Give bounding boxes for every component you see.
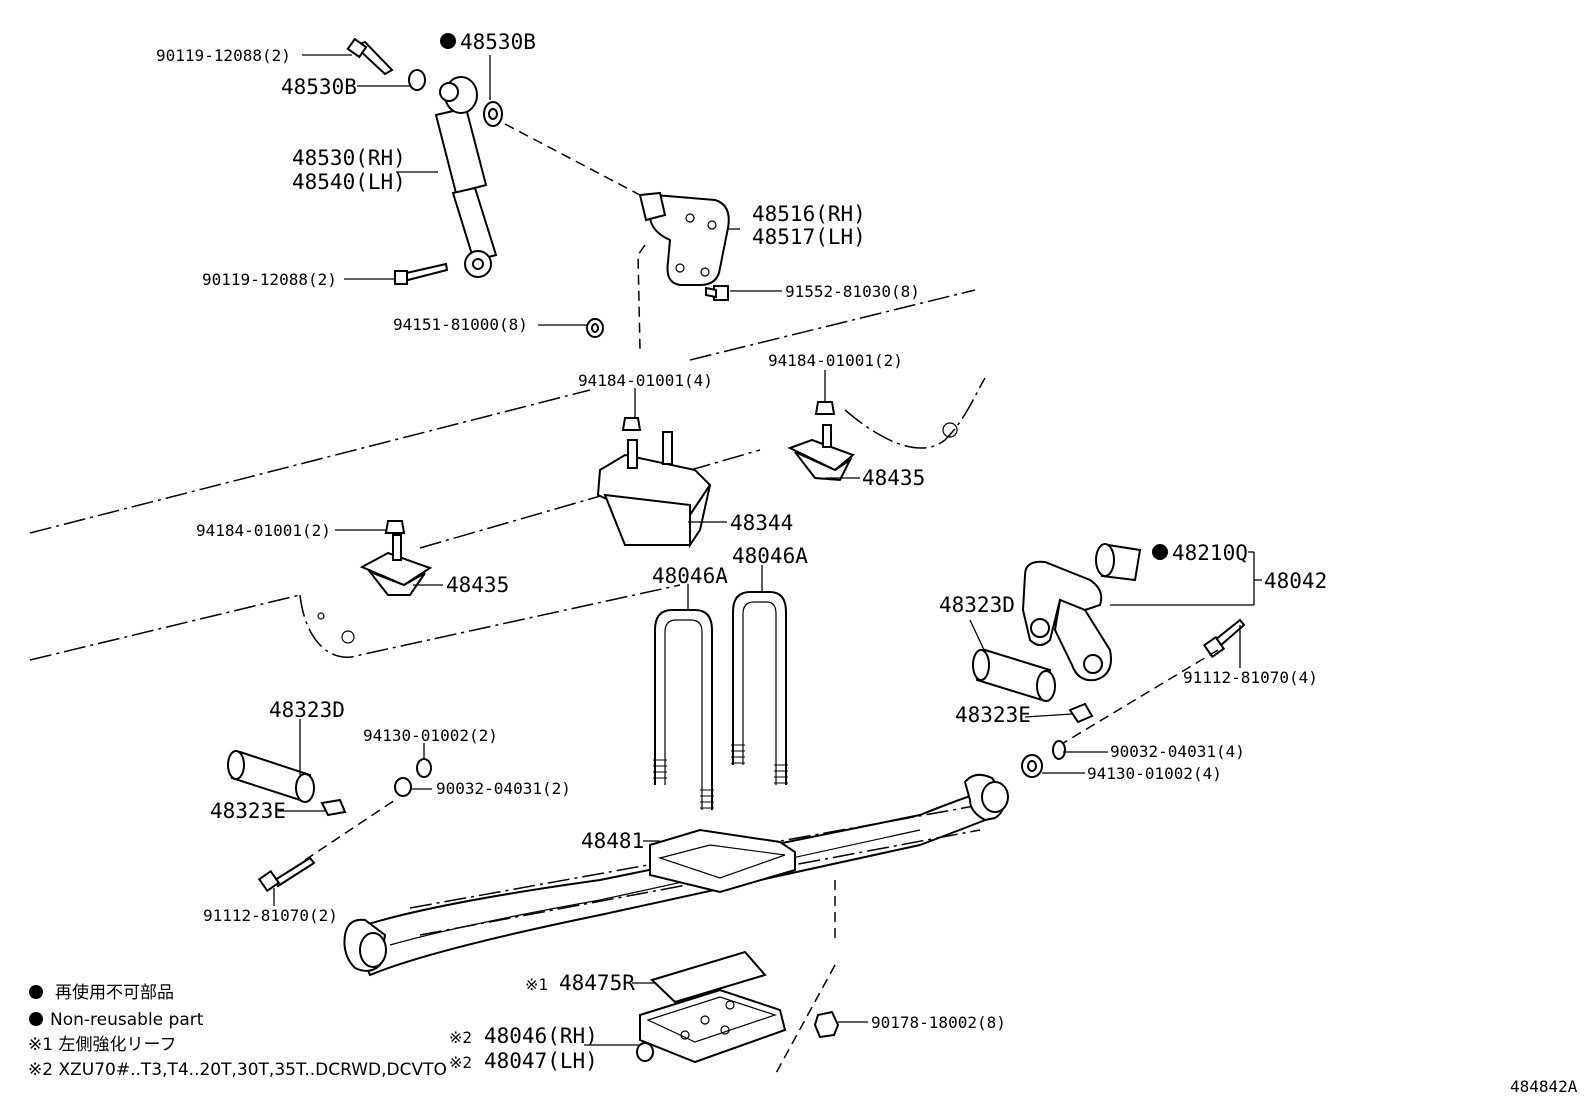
label-nut-left: 94130-01002(2): [363, 726, 498, 745]
legend-note1: ※1 左側強化リーフ: [28, 1035, 176, 1055]
leader-lines: [273, 54, 1262, 1046]
label-bolt-left: 91112-81070(2): [203, 906, 338, 925]
label-bracket-lh: 48517(LH): [752, 225, 866, 249]
left-bolt-part[interactable]: [257, 856, 316, 893]
label-bolt-lower: 90119-12088(2): [202, 270, 337, 289]
bolt-lower-part[interactable]: [394, 262, 449, 285]
label-shackle: 48042: [1264, 569, 1327, 593]
legend-dot-jp: [29, 985, 43, 999]
label-leaf-spring: 48475R: [559, 971, 635, 995]
label-bumper-right: 48435: [862, 466, 925, 490]
bushing-top-part[interactable]: [408, 69, 503, 127]
label-seat-prefix-rh: ※2: [449, 1028, 472, 1047]
right-bushing-d-part[interactable]: [972, 648, 1056, 702]
label-shock-lh: 48540(LH): [292, 170, 406, 194]
spacer-part[interactable]: [649, 828, 796, 894]
label-bushing-kit: 48210Q: [1172, 541, 1248, 565]
label-washer-left: 90032-04031(2): [436, 779, 571, 798]
label-nut-seat: 90178-18002(8): [871, 1013, 1006, 1032]
label-nut-bumper-left: 94184-01001(2): [196, 521, 331, 540]
label-bush-top: 48530B: [281, 75, 357, 99]
label-shock-rh: 48530(RH): [292, 146, 406, 170]
seat-nut-part[interactable]: [813, 1010, 840, 1039]
label-bush-top-nr: 48530B: [460, 30, 536, 54]
spring-seat-part[interactable]: [636, 988, 787, 1064]
label-bush-left-e: 48323E: [210, 799, 286, 823]
right-bolt-line: [1059, 649, 1219, 746]
seat-lower-line: [774, 964, 836, 1076]
legend: 再使用不可部品 Non-reusable part ※1 左側強化リーフ ※2 …: [28, 982, 447, 1080]
label-leaf-prefix: ※1: [525, 975, 548, 994]
u-bolt-left[interactable]: [653, 609, 714, 810]
left-nut-washer-part[interactable]: [394, 758, 432, 797]
label-nut-bumper-right: 94184-01001(2): [768, 351, 903, 370]
shock-to-bracket-line: [504, 123, 641, 196]
center-bump-stopper[interactable]: [596, 417, 712, 549]
label-bolt-bracket: 91552-81030(8): [785, 282, 920, 301]
shock-bracket[interactable]: [638, 191, 730, 286]
label-bush-left-d: 48323D: [269, 698, 345, 722]
bracket-drop-line: [637, 244, 646, 351]
bracket-bolt-part[interactable]: [705, 285, 729, 301]
label-bush-right-d: 48323D: [939, 593, 1015, 617]
label-nut-bumper-center: 94184-01001(4): [578, 371, 713, 390]
left-bushing-d-part[interactable]: [227, 750, 315, 803]
shock-absorber[interactable]: [434, 76, 498, 278]
nonreusable-mark-2: [1152, 544, 1168, 560]
label-seat-lh: 48047(LH): [484, 1049, 598, 1073]
right-bolt-part[interactable]: [1202, 618, 1246, 659]
label-nut-right: 94130-01002(4): [1087, 764, 1222, 783]
nonreusable-mark: [440, 33, 456, 49]
left-bushing-e-part[interactable]: [320, 798, 347, 817]
bracket-nut-part[interactable]: [586, 318, 604, 338]
right-bump-stopper[interactable]: [787, 401, 855, 482]
frame-rail-outline: [29, 289, 986, 661]
legend-nonreusable-en: Non-reusable part: [50, 1010, 204, 1030]
legend-dot-en: [29, 1012, 43, 1026]
shackle-part[interactable]: [1021, 560, 1112, 682]
label-bracket-rh: 48516(RH): [752, 202, 866, 226]
label-ubolt-a: 48046A: [652, 564, 728, 588]
label-bumper-left: 48435: [446, 573, 509, 597]
diagram-id: 484842A: [1510, 1077, 1578, 1096]
u-bolt-right[interactable]: [731, 591, 788, 785]
right-bushing-e-part[interactable]: [1068, 702, 1094, 724]
left-bump-stopper[interactable]: [359, 520, 433, 596]
label-spacer: 48481: [581, 829, 644, 853]
label-washer-right: 90032-04031(4): [1110, 742, 1245, 761]
label-bolt-right: 91112-81070(4): [1183, 668, 1318, 687]
label-bumper-center: 48344: [730, 511, 793, 535]
part-labels: 90119-12088(2) 48530B 48530B 48530(RH) 4…: [156, 30, 1327, 1073]
label-seat-rh: 48046(RH): [484, 1024, 598, 1048]
leaf-spring-part[interactable]: [343, 773, 1009, 977]
label-ubolt-b: 48046A: [732, 544, 808, 568]
label-seat-prefix-lh: ※2: [449, 1053, 472, 1072]
legend-nonreusable-jp: 再使用不可部品: [55, 982, 174, 1003]
label-bolt-top: 90119-12088(2): [156, 46, 291, 65]
label-bush-right-e: 48323E: [955, 703, 1031, 727]
bushing-kit-part[interactable]: [1095, 543, 1142, 582]
leaf-plate-part[interactable]: [650, 950, 767, 1004]
label-nut-bracket: 94151-81000(8): [393, 315, 528, 334]
right-washer-nut-part[interactable]: [1021, 740, 1066, 778]
left-bolt-line: [304, 799, 396, 861]
legend-note2: ※2 XZU70#..T3,T4..20T,30T,35T..DCRWD,DCV…: [28, 1060, 447, 1080]
bolt-top-part[interactable]: [346, 37, 394, 76]
